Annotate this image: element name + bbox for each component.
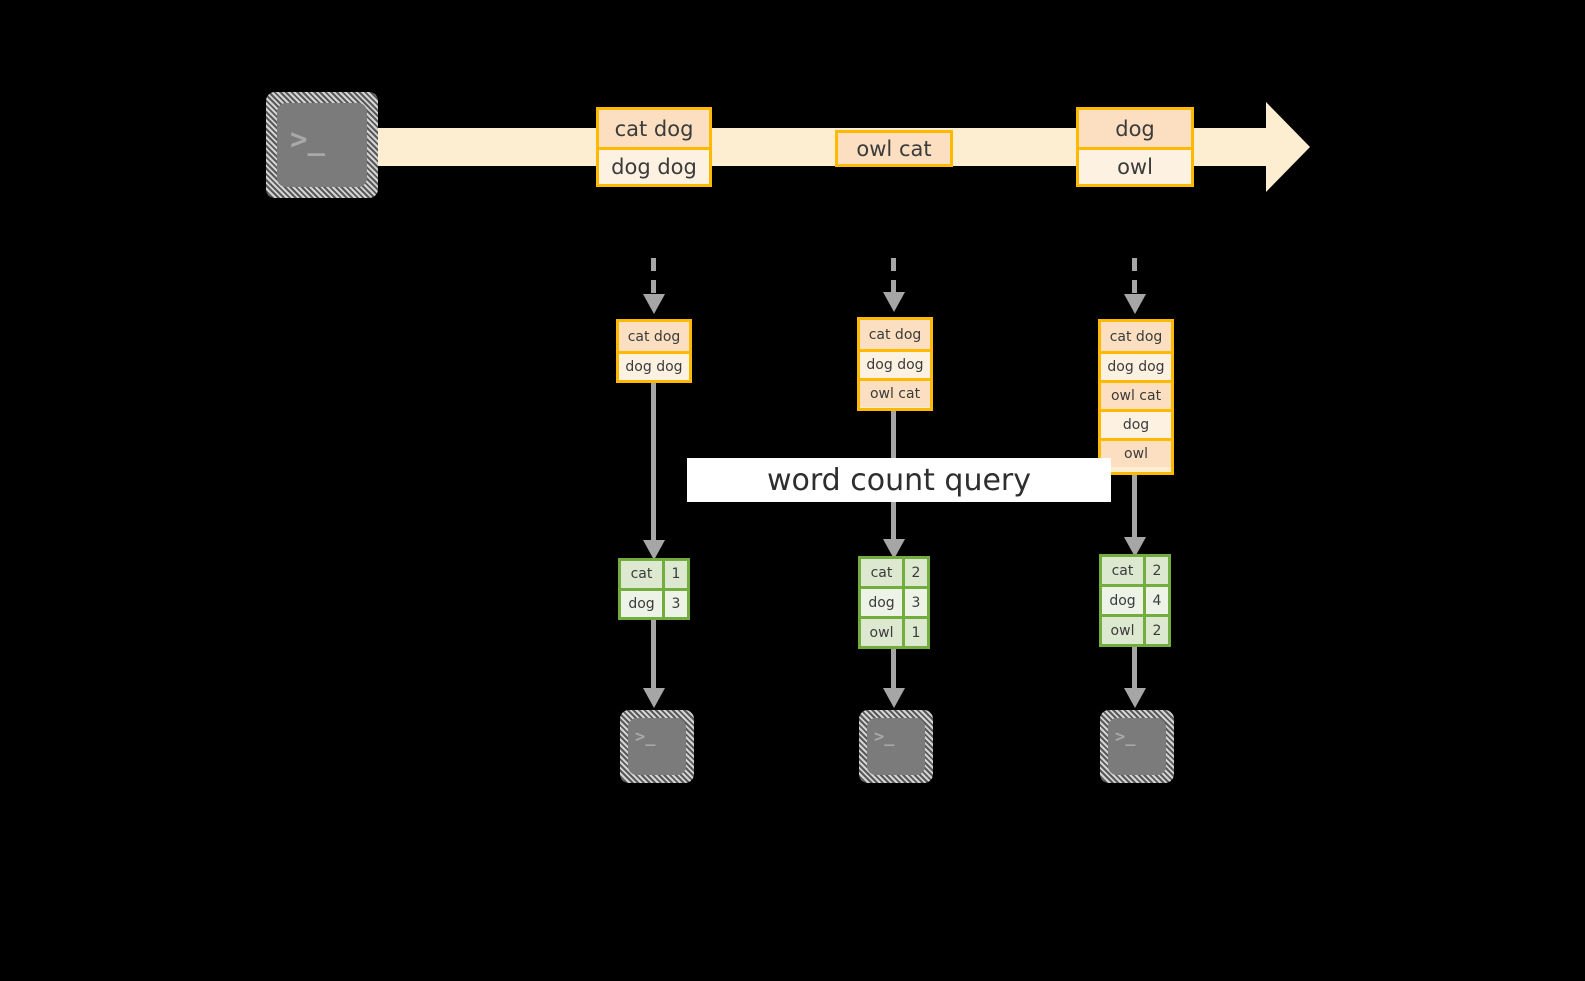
snapshot-2-sink-terminal-icon[interactable]: >_ (859, 710, 933, 783)
snapshot-3-input-box[interactable]: cat dog dog dog owl cat dog owl (1098, 319, 1174, 475)
source-terminal-icon[interactable]: >_ (266, 92, 378, 198)
stream-record-line: dog (1079, 110, 1191, 147)
table-cell-word: cat (621, 561, 662, 588)
snapshot-1-query-arrowhead (643, 540, 665, 560)
stream-record-2[interactable]: owl cat (835, 130, 953, 167)
terminal-body (1108, 718, 1166, 775)
stream-record-line: cat dog (599, 110, 709, 147)
snapshot-1-dashed-connector (651, 258, 656, 296)
terminal-prompt-glyph: >_ (635, 727, 656, 747)
table-cell-word: dog (621, 590, 662, 617)
snapshot-3-query-connector (1132, 475, 1137, 544)
stream-record-1[interactable]: cat dog dog dog (596, 107, 712, 187)
table-cell-count: 2 (902, 559, 927, 586)
snapshot-2-result-table[interactable]: cat 2 dog 3 owl 1 (858, 556, 930, 649)
snapshot-1-dashed-arrowhead (643, 294, 665, 314)
snapshot-input-line: cat dog (1101, 322, 1171, 351)
snapshot-input-line: dog dog (619, 351, 689, 380)
snapshot-3-query-arrowhead (1124, 537, 1146, 557)
snapshot-input-line: owl cat (860, 378, 930, 407)
snapshot-1-sink-arrowhead (643, 688, 665, 708)
snapshot-2-sink-connector (891, 649, 896, 694)
snapshot-input-line: cat dog (860, 320, 930, 349)
snapshot-input-line: cat dog (619, 322, 689, 351)
snapshot-3-sink-terminal-icon[interactable]: >_ (1100, 710, 1174, 783)
snapshot-1-input-box[interactable]: cat dog dog dog (616, 319, 692, 383)
snapshot-input-line: dog dog (860, 349, 930, 378)
snapshot-2-query-arrowhead (883, 539, 905, 559)
terminal-prompt-glyph: >_ (290, 122, 325, 156)
snapshot-input-line: owl (1101, 438, 1171, 467)
table-row: dog 4 (1102, 584, 1168, 614)
snapshot-2-dashed-connector (891, 258, 896, 294)
stream-arrowhead (1266, 102, 1310, 192)
terminal-body (628, 718, 686, 775)
table-row: owl 2 (1102, 614, 1168, 644)
snapshot-3-dashed-arrowhead (1124, 294, 1146, 314)
table-cell-word: cat (1102, 557, 1143, 584)
snapshot-input-line: dog dog (1101, 351, 1171, 380)
table-cell-count: 3 (662, 590, 687, 617)
table-row: owl 1 (861, 616, 927, 646)
table-row: dog 3 (861, 586, 927, 616)
stream-record-3[interactable]: dog owl (1076, 107, 1194, 187)
table-row: cat 2 (861, 559, 927, 586)
table-cell-word: dog (861, 589, 902, 616)
table-cell-count: 1 (902, 619, 927, 646)
snapshot-input-line: owl cat (1101, 380, 1171, 409)
snapshot-1-result-table[interactable]: cat 1 dog 3 (618, 558, 690, 620)
table-cell-word: owl (861, 619, 902, 646)
terminal-body (867, 718, 925, 775)
terminal-prompt-glyph: >_ (874, 727, 895, 747)
table-cell-count: 3 (902, 589, 927, 616)
snapshot-1-sink-terminal-icon[interactable]: >_ (620, 710, 694, 783)
snapshot-2-dashed-arrowhead (883, 292, 905, 312)
snapshot-2-sink-arrowhead (883, 688, 905, 708)
table-cell-count: 4 (1143, 587, 1168, 614)
snapshot-3-sink-arrowhead (1124, 688, 1146, 708)
snapshot-3-result-table[interactable]: cat 2 dog 4 owl 2 (1099, 554, 1171, 647)
snapshot-1-sink-connector (651, 620, 656, 694)
table-cell-count: 1 (662, 561, 687, 588)
table-cell-word: cat (861, 559, 902, 586)
stream-record-line: dog dog (599, 147, 709, 184)
table-row: cat 1 (621, 561, 687, 588)
stream-record-line: owl (1079, 147, 1191, 184)
table-cell-word: owl (1102, 617, 1143, 644)
terminal-prompt-glyph: >_ (1115, 727, 1136, 747)
table-row: cat 2 (1102, 557, 1168, 584)
table-cell-count: 2 (1143, 557, 1168, 584)
snapshot-input-line: dog (1101, 409, 1171, 438)
query-label: word count query (687, 458, 1111, 502)
table-cell-word: dog (1102, 587, 1143, 614)
terminal-body (277, 103, 367, 187)
table-cell-count: 2 (1143, 617, 1168, 644)
table-row: dog 3 (621, 587, 687, 617)
snapshot-3-dashed-connector (1132, 258, 1137, 296)
stream-record-line: owl cat (838, 133, 950, 164)
snapshot-2-input-box[interactable]: cat dog dog dog owl cat (857, 317, 933, 411)
snapshot-3-sink-connector (1132, 647, 1137, 694)
snapshot-1-query-connector (651, 383, 656, 547)
